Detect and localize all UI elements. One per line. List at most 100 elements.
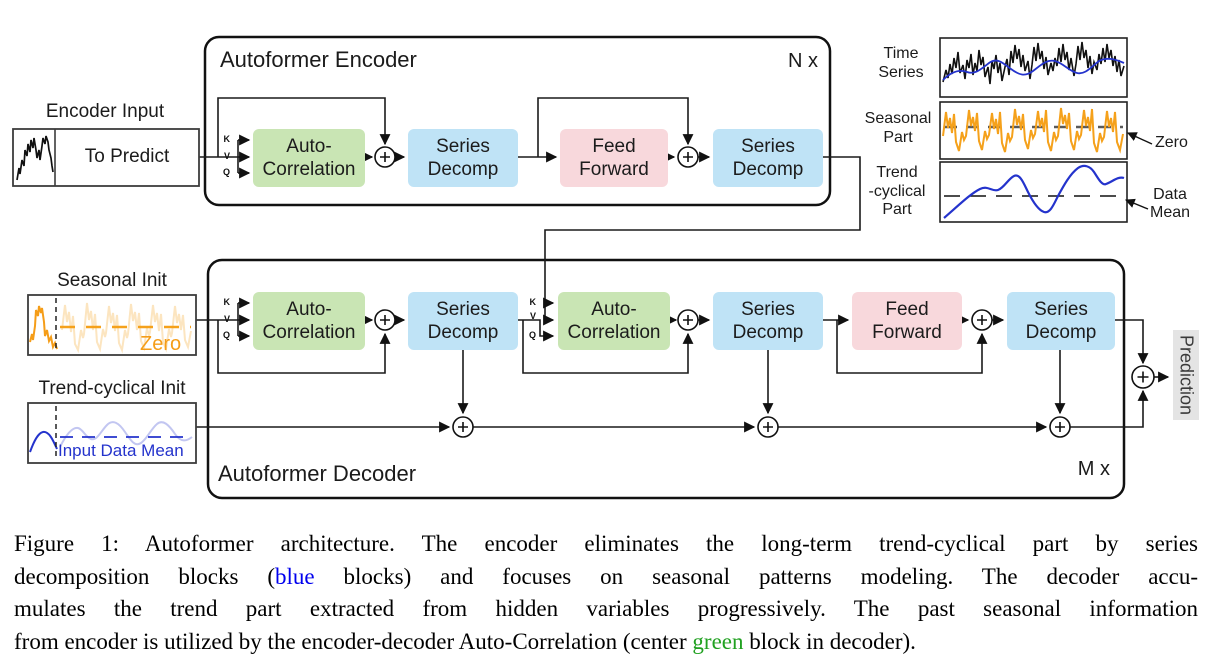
decoder-series-decomp-block-3: Series Decomp [1007, 292, 1115, 350]
trend-curve [943, 164, 1125, 219]
decoder-title: Autoformer Decoder [218, 461, 417, 486]
query-label: Q [222, 167, 230, 177]
caption-line: mulates the trend part extracted from hi… [14, 593, 1198, 626]
encoder-input-label: Encoder Input [45, 101, 165, 122]
block-label-line: Auto- [286, 298, 332, 320]
label-line: Part [882, 201, 912, 219]
block-label-line: Feed [885, 298, 929, 320]
encoder-auto-correlation-block: Auto- Correlation [253, 129, 365, 187]
decoder-feed-forward-block: Feed Forward [852, 292, 962, 350]
time-series-label: Time Series [868, 45, 934, 82]
label-line: -cyclical [868, 182, 926, 200]
label-line: Time [883, 45, 919, 62]
label-line: Series [878, 63, 924, 81]
smoothed-series-curve [942, 57, 1125, 81]
block-label-line: Feed [592, 135, 636, 157]
block-label-line: Auto- [591, 298, 637, 320]
key-label: K [223, 297, 231, 307]
sum-node-icon [677, 146, 699, 168]
caption-text: block in decoder). [743, 628, 916, 654]
sum-node-icon [374, 146, 396, 168]
query-label: Q [222, 330, 230, 340]
sum-node-icon [677, 309, 699, 331]
label-line: Trend [876, 164, 918, 181]
caption-text: Figure 1: Autoformer architecture. The e… [14, 531, 1198, 556]
prediction-output-label: Prediction [1173, 330, 1199, 420]
block-label-line: Forward [872, 322, 942, 343]
decoder-series-decomp-block-1: Series Decomp [408, 292, 518, 350]
trend-init-label: Trend-cyclical Init [38, 378, 186, 399]
block-label-line: Series [436, 135, 490, 157]
seasonal-part-plot [939, 101, 1128, 160]
input-series-sketch [16, 135, 54, 181]
block-label-line: Correlation [262, 322, 356, 343]
block-label-line: Decomp [732, 322, 804, 343]
key-label: K [529, 297, 537, 307]
trend-init-mean-text: Input Data Mean [58, 441, 184, 460]
trend-init-solid-curve [29, 430, 58, 453]
block-label-line: Forward [579, 159, 649, 180]
caption-line: Figure 1: Autoformer architecture. The e… [14, 528, 1198, 561]
block-label-line: Decomp [427, 159, 499, 180]
sum-node-icon [1131, 365, 1155, 389]
label-line: Part [883, 128, 913, 146]
encoder-series-decomp-block-2: Series Decomp [713, 129, 823, 187]
trend-init-faded-curve [59, 421, 193, 448]
block-label-line: Series [1034, 298, 1088, 320]
key-label: K [223, 134, 231, 144]
seasonal-init-zero-text: Zero [140, 333, 182, 355]
caption-text: decomposition blocks ( [14, 563, 275, 589]
block-label-line: Series [436, 298, 490, 320]
trend-part-plot [939, 161, 1128, 223]
decoder-repeat-count: M x [1077, 458, 1110, 480]
caption-line: decomposition blocks (blue blocks) and f… [14, 561, 1198, 594]
trend-part-label: Trend -cyclical Part [858, 164, 936, 220]
seasonal-init-faded-curve [61, 302, 192, 354]
encoder-input-box [12, 128, 200, 187]
sum-node-icon [1049, 416, 1071, 438]
caption-text: mulates the trend part extracted from hi… [14, 596, 1198, 621]
figure-caption: Figure 1: Autoformer architecture. The e… [14, 528, 1198, 658]
block-label-line: Correlation [567, 322, 661, 343]
encoder-series-decomp-block-1: Series Decomp [408, 129, 518, 187]
value-label: V [529, 311, 536, 321]
block-label-line: Decomp [1025, 322, 1097, 343]
decoder-series-decomp-block-2: Series Decomp [713, 292, 823, 350]
block-label-line: Decomp [732, 159, 804, 180]
value-label: V [223, 151, 230, 161]
seasonal-init-solid-curve [29, 305, 58, 351]
caption-blue-word: blue [274, 563, 315, 589]
seasonal-init-label: Seasonal Init [57, 270, 167, 291]
encoder-repeat-count: N x [788, 50, 818, 72]
encoder-input-value: To Predict [84, 146, 170, 167]
value-label: V [223, 314, 230, 324]
zero-annotation: Zero [1155, 134, 1188, 151]
sum-node-icon [757, 416, 779, 438]
block-label-line: Series [741, 298, 795, 320]
zero-annotation-arrow [1126, 132, 1153, 145]
connector-wires [196, 97, 1170, 433]
caption-text: from encoder is utilized by the encoder-… [14, 628, 693, 654]
encoder-title: Autoformer Encoder [220, 47, 417, 72]
query-label: Q [528, 330, 536, 340]
block-label-line: Correlation [262, 159, 356, 180]
caption-line: from encoder is utilized by the encoder-… [14, 626, 1198, 659]
sum-node-icon [452, 416, 474, 438]
sum-node-icons [374, 146, 1155, 438]
trend-init-box [27, 402, 197, 464]
seasonal-init-box [27, 294, 197, 356]
caption-text: blocks) and focuses on seasonal patterns… [314, 563, 1198, 589]
caption-green-word: green [692, 628, 744, 654]
decoder-auto-correlation-block-1: Auto- Correlation [253, 292, 365, 350]
seasonal-part-label: Seasonal Part [860, 110, 936, 147]
label-line: Seasonal [864, 110, 932, 127]
label-line: Mean [1149, 203, 1191, 221]
encoder-feed-forward-block: Feed Forward [560, 129, 668, 187]
data-mean-annotation-arrow [1124, 198, 1149, 210]
decoder-auto-correlation-block-2: Auto- Correlation [558, 292, 670, 350]
sum-node-icon [374, 309, 396, 331]
time-series-plot [939, 37, 1128, 98]
seasonal-curve [942, 107, 1124, 154]
sum-node-icon [971, 309, 993, 331]
